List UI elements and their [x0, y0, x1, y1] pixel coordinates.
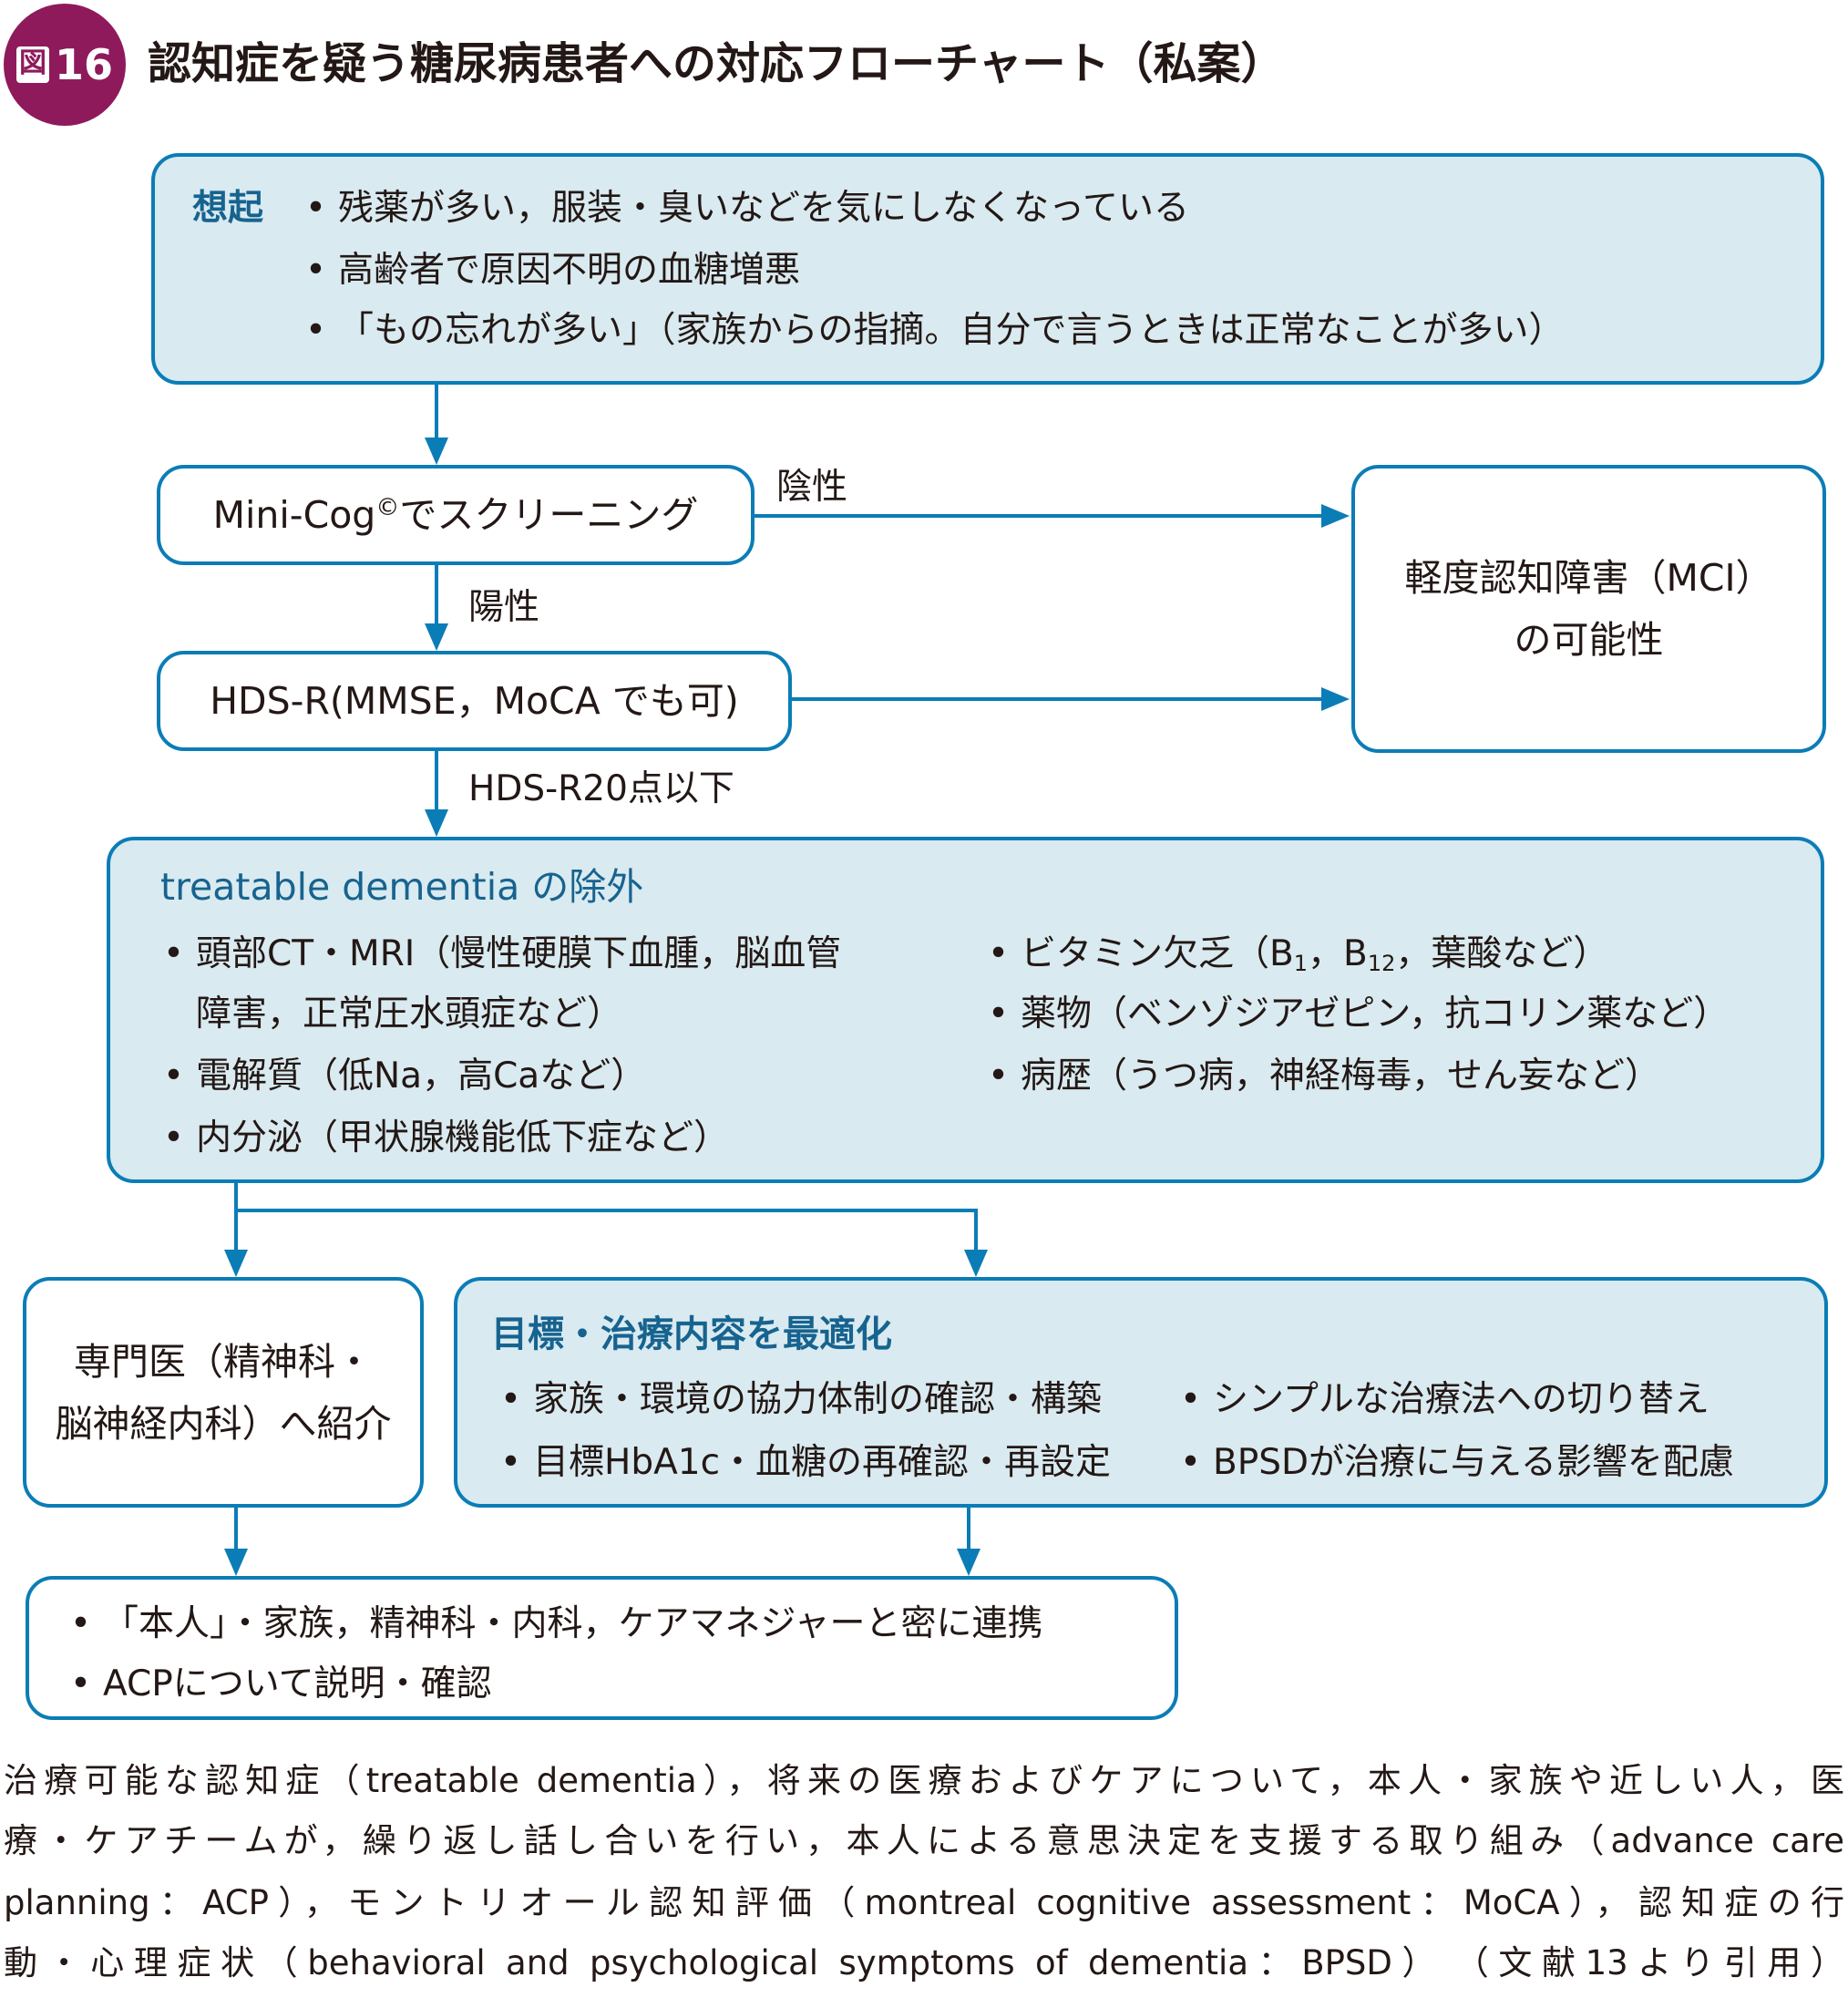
- optimize-title: 目標・治療内容を最適化: [491, 1313, 892, 1355]
- treatable-left-item-continuation: 障害，正常圧水頭症など）: [196, 994, 623, 1035]
- recall-item: • 「もの忘れが多い」（家族からの指摘。自分で言うときは正常なことが多い）: [305, 308, 1565, 354]
- bullet-icon: •: [988, 994, 1010, 1035]
- subscript: 12: [1367, 951, 1396, 976]
- optimize-right-item-text: BPSDが治療に与える影響を配慮: [1213, 1442, 1734, 1483]
- treatable-right-item: • 薬物（ベンゾジアゼピン，抗コリン薬など）: [988, 992, 1729, 1037]
- collaboration-item: • ACPについて説明・確認: [70, 1662, 492, 1707]
- specialist-referral-box: 専門医（精神科・ 脳神経内科）へ紹介: [23, 1277, 424, 1508]
- treatable-left-item-text: 頭部CT・MRI（慢性硬膜下血腫，脳血管: [196, 933, 842, 974]
- recall-item-text: 「もの忘れが多い」（家族からの指摘。自分で言うときは正常なことが多い）: [338, 310, 1565, 351]
- caption-line: 動・心理症状（behavioral and psychological symp…: [4, 1943, 1844, 1982]
- treatable-right-item-text: ，葉酸など）: [1395, 933, 1609, 974]
- figure-number: 16: [54, 40, 113, 89]
- treatable-left-item-text: 内分泌（甲状腺機能低下症など）: [196, 1117, 730, 1158]
- bullet-icon: •: [988, 933, 1010, 974]
- treatable-left-item: • 内分泌（甲状腺機能低下症など）: [163, 1116, 729, 1161]
- bullet-icon: •: [163, 1055, 185, 1097]
- mci-line: 軽度認知障害（MCI）: [1404, 556, 1773, 600]
- optimize-left-item: • 家族・環境の協力体制の確認・構築: [500, 1377, 1102, 1423]
- screening-text-after: でスクリーニング: [399, 493, 699, 537]
- collaboration-item: • 「本人」・家族，精神科・内科，ケアマネジャーと密に連携: [70, 1601, 1043, 1647]
- optimize-right-item-text: シンプルな治療法への切り替え: [1213, 1379, 1709, 1420]
- arrowhead-down-icon: [224, 1549, 248, 1576]
- arrowhead-down-icon: [224, 1250, 248, 1277]
- bullet-icon: •: [988, 1055, 1010, 1097]
- collaboration-item-text: 「本人」・家族，精神科・内科，ケアマネジャーと密に連携: [103, 1603, 1043, 1644]
- treatable-title: treatable dementia の除外: [160, 865, 644, 909]
- negative-label: 陰性: [776, 467, 848, 508]
- bullet-icon: •: [1180, 1379, 1202, 1420]
- arrowhead-right-icon: [1321, 687, 1350, 711]
- recall-item: • 残薬が多い，服装・臭いなどを気にしなくなっている: [305, 186, 1189, 232]
- specialist-line: 脳神経内科）へ紹介: [55, 1401, 392, 1446]
- treatable-left-item-text: 電解質（低Na，高Caなど）: [196, 1055, 647, 1097]
- arrowhead-down-icon: [425, 438, 448, 465]
- mci-box: 軽度認知障害（MCI） の可能性: [1351, 465, 1826, 753]
- copyright-icon: ©: [375, 494, 400, 521]
- figure-number-badge: 図 16: [4, 4, 126, 126]
- caption-line: 治療可能な認知症（treatable dementia），将来の医療およびケアに…: [4, 1761, 1844, 1800]
- arrowhead-down-icon: [425, 623, 448, 651]
- bullet-icon: •: [305, 250, 327, 291]
- caption-line: 療・ケアチームが，繰り返し話し合いを行い，本人による意思決定を支援する取り組み（…: [4, 1821, 1844, 1860]
- subscript: 1: [1293, 951, 1309, 976]
- screening-text: Mini-Cog©でスクリーニング: [213, 484, 699, 546]
- arrowhead-right-icon: [1321, 504, 1350, 528]
- screening-box: Mini-Cog©でスクリーニング: [157, 465, 755, 565]
- treatable-dementia-box: treatable dementia の除外 • 頭部CT・MRI（慢性硬膜下血腫…: [107, 837, 1824, 1183]
- collaboration-item-text: ACPについて説明・確認: [103, 1663, 492, 1704]
- treatable-right-item-text: ビタミン欠乏（B: [1021, 933, 1294, 974]
- recall-item: • 高齢者で原因不明の血糖増悪: [305, 248, 800, 293]
- treatable-right-item-text: 病歴（うつ病，神経梅毒，せん妄など）: [1021, 1055, 1661, 1097]
- specialist-line: 専門医（精神科・: [74, 1339, 373, 1384]
- collaboration-box: • 「本人」・家族，精神科・内科，ケアマネジャーと密に連携 • ACPについて説明・…: [26, 1576, 1178, 1720]
- treatable-right-item: • 病歴（うつ病，神経梅毒，せん妄など）: [988, 1054, 1660, 1099]
- recall-item-text: 高齢者で原因不明の血糖増悪: [338, 250, 801, 291]
- bullet-icon: •: [500, 1442, 522, 1483]
- bullet-icon: •: [163, 933, 185, 974]
- treatable-left-item: • 電解質（低Na，高Caなど）: [163, 1054, 646, 1099]
- screening-text-before: Mini-Cog: [212, 493, 376, 537]
- bullet-icon: •: [70, 1603, 92, 1644]
- hdsr-box: HDS-R(MMSE，MoCA でも可): [157, 651, 792, 751]
- arrowhead-down-icon: [964, 1250, 988, 1277]
- bullet-icon: •: [1180, 1442, 1202, 1483]
- recall-box: 想起 • 残薬が多い，服装・臭いなどを気にしなくなっている • 高齢者で原因不明の血…: [151, 153, 1824, 385]
- treatable-right-item-text: ，B: [1308, 933, 1368, 974]
- arrowhead-down-icon: [425, 809, 448, 837]
- treatable-left-item: • 頭部CT・MRI（慢性硬膜下血腫，脳血管: [163, 932, 841, 977]
- treatable-right-item-text: 薬物（ベンゾジアゼピン，抗コリン薬など）: [1021, 994, 1730, 1035]
- bullet-icon: •: [305, 310, 327, 351]
- hdsr-text: HDS-R(MMSE，MoCA でも可): [210, 679, 739, 723]
- arrowhead-down-icon: [957, 1549, 980, 1576]
- caption-line: planning：ACP），モントリオール認知評価（montreal cogni…: [4, 1883, 1844, 1922]
- mci-line: の可能性: [1514, 618, 1664, 662]
- bullet-icon: •: [305, 188, 327, 229]
- bullet-icon: •: [163, 1117, 185, 1158]
- optimize-left-item-text: 目標HbA1c・血糖の再確認・再設定: [533, 1442, 1112, 1483]
- treatable-right-item: • ビタミン欠乏（B1，B12，葉酸など）: [988, 932, 1608, 977]
- recall-label: 想起: [192, 188, 264, 229]
- optimize-left-item: • 目標HbA1c・血糖の再確認・再設定: [500, 1440, 1111, 1486]
- positive-label: 陽性: [468, 587, 540, 628]
- optimize-left-item-text: 家族・環境の協力体制の確認・構築: [533, 1379, 1103, 1420]
- bullet-icon: •: [500, 1379, 522, 1420]
- optimize-treatment-box: 目標・治療内容を最適化 • 家族・環境の協力体制の確認・構築 • 目標HbA1c・血…: [454, 1277, 1828, 1508]
- optimize-right-item: • シンプルな治療法への切り替え: [1180, 1377, 1709, 1423]
- threshold-label: HDS-R20点以下: [468, 768, 734, 809]
- recall-item-text: 残薬が多い，服装・臭いなどを気にしなくなっている: [338, 188, 1190, 229]
- figure-icon: 図: [15, 46, 49, 83]
- bullet-icon: •: [70, 1663, 92, 1704]
- figure-title: 認知症を疑う糖尿病患者への対応フローチャート（私案）: [148, 38, 1285, 89]
- optimize-right-item: • BPSDが治療に与える影響を配慮: [1180, 1440, 1734, 1486]
